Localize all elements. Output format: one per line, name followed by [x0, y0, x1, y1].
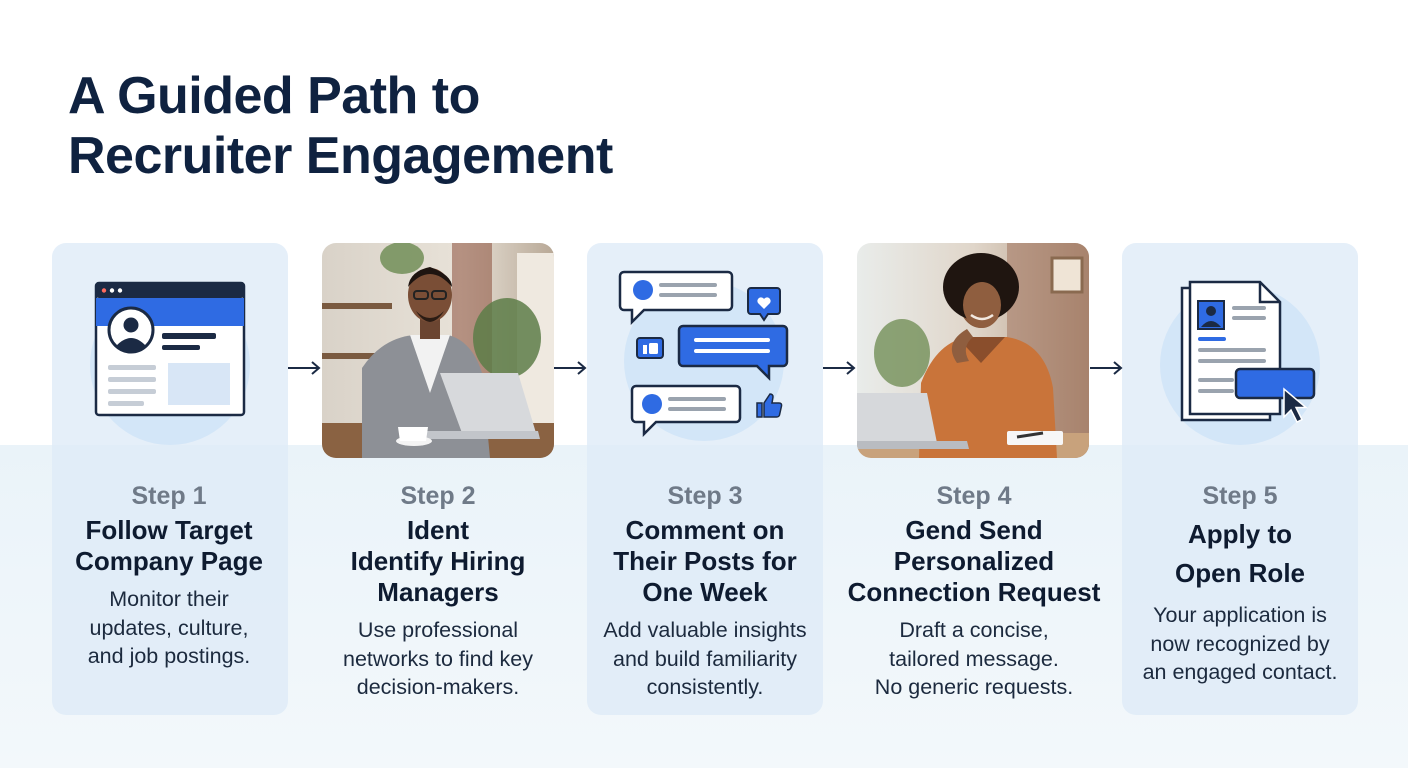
arrow-right-icon: [823, 361, 856, 375]
step-text-2: Step 2 Ident Identify Hiring Managers Us…: [303, 481, 573, 702]
woman-at-laptop-photo: [857, 243, 1089, 458]
step-description: Use professional networks to find key de…: [342, 618, 533, 699]
arrow-right-icon: [288, 361, 321, 375]
man-at-laptop-photo: [322, 243, 554, 458]
page-title: A Guided Path to Recruiter Engagement: [68, 66, 613, 186]
step-title: Comment on Their Posts for One Week: [613, 515, 797, 607]
step-title: Gend Send Personalized Connection Reques…: [847, 515, 1101, 607]
step-label: Step 3: [667, 482, 743, 510]
company-page-icon: [52, 243, 288, 458]
step-text-1: Step 1 Follow Target Company Page Monito…: [34, 481, 304, 671]
step-description: Monitor their updates, culture, and job …: [87, 587, 251, 668]
arrow-right-icon: [1090, 361, 1123, 375]
application-document-icon: [1122, 243, 1358, 458]
step-title: Follow Target Company Page: [75, 515, 263, 576]
step-card-3: [587, 243, 823, 715]
step-title: Apply to Open Role: [1174, 519, 1305, 588]
step-text-3: Step 3 Comment on Their Posts for One We…: [570, 481, 840, 702]
title-line-2: Recruiter Engagement: [68, 127, 613, 185]
step-text-4: Step 4 Gend Send Personalized Connection…: [839, 481, 1109, 702]
step-title: Ident Identify Hiring Managers: [350, 515, 526, 607]
step-label: Step 2: [400, 482, 476, 510]
step-description: Your application is now recognized by an…: [1142, 603, 1338, 684]
title-line-1: A Guided Path to: [68, 67, 480, 125]
arrow-right-icon: [554, 361, 587, 375]
step-label: Step 4: [936, 482, 1012, 510]
step-label: Step 1: [131, 482, 207, 510]
step-card-5: [1122, 243, 1358, 715]
comment-bubbles-icon: [587, 243, 823, 458]
step-label: Step 5: [1202, 482, 1278, 510]
step-description: Draft a concise, tailored message. No ge…: [874, 618, 1074, 699]
step-description: Add valuable insights and build familiar…: [603, 618, 807, 699]
step-card-1: [52, 243, 288, 715]
step-text-5: Step 5 Apply to Open Role Your applicati…: [1105, 481, 1375, 687]
